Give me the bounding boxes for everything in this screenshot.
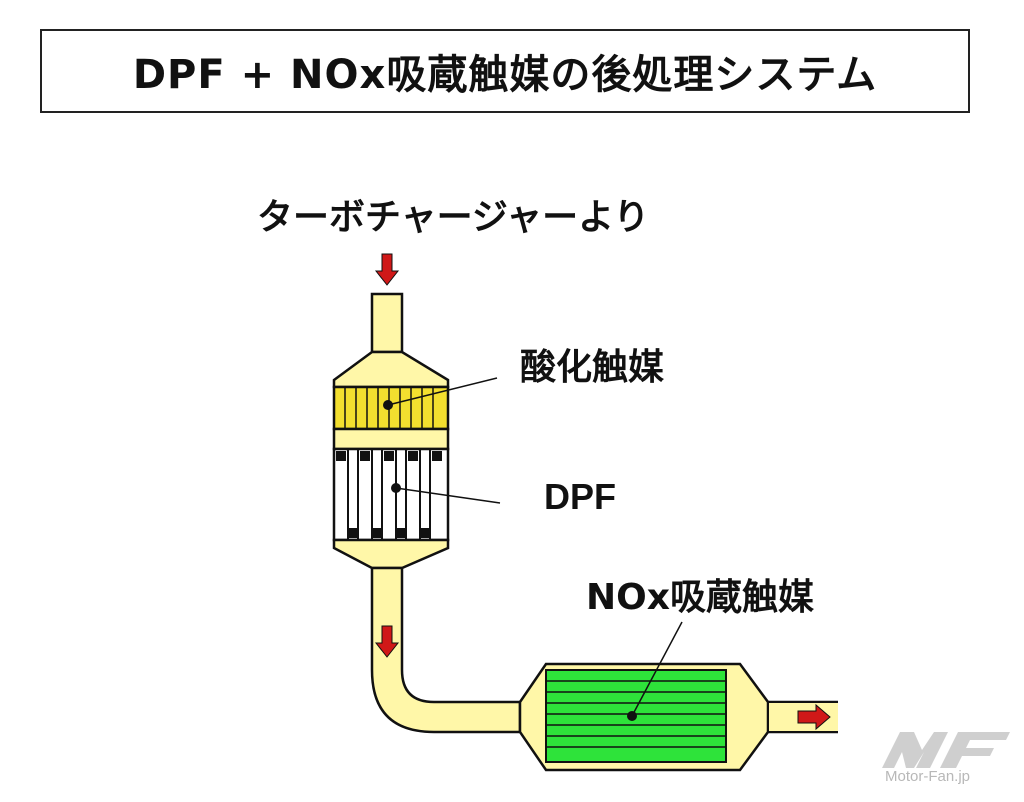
- leader-dot: [383, 400, 393, 410]
- leader-line-dpf: [395, 487, 501, 504]
- oxidation-catalyst-cells: [344, 387, 434, 429]
- inlet-pipe: [370, 292, 404, 354]
- housing-gap: [332, 427, 450, 451]
- leader-line-nox: [631, 621, 683, 717]
- elbow-pipe: [370, 566, 522, 734]
- dpf-channels: [347, 449, 431, 540]
- leader-line-oxidation: [387, 377, 498, 406]
- dpf-label: DPF: [544, 476, 616, 517]
- outlet-pipe: [768, 700, 838, 734]
- title-box: DPF + NOx吸蔵触媒の後処理システム: [40, 29, 970, 113]
- upper-cone: [332, 350, 450, 389]
- oxidation-catalyst-label: 酸化触媒: [520, 347, 665, 388]
- flow-arrow-icon: [797, 703, 831, 731]
- lower-cone: [332, 538, 450, 570]
- dpf-plugs: [336, 451, 442, 538]
- page-title: DPF + NOx吸蔵触媒の後処理システム: [132, 52, 878, 98]
- flow-arrow-icon: [374, 625, 400, 658]
- leader-dot: [627, 711, 637, 721]
- source-label: ターボチャージャーより: [257, 197, 650, 238]
- leader-dot: [391, 483, 401, 493]
- watermark-logo: [882, 732, 1010, 768]
- flow-arrow-icon: [374, 253, 400, 286]
- nox-catalyst-label: NOx吸蔵触媒: [586, 577, 814, 618]
- watermark-text: Motor-Fan.jp: [885, 768, 971, 785]
